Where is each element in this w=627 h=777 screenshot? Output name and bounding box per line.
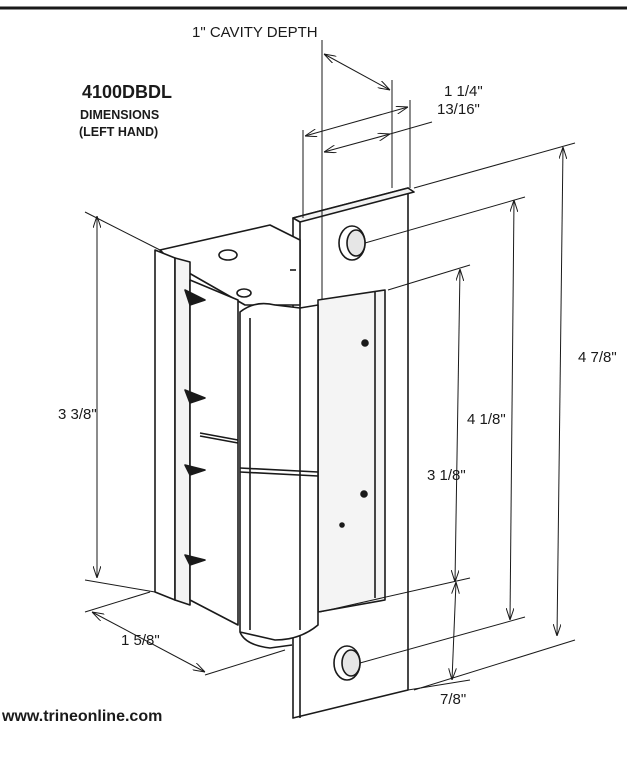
- keeper-jaw: [189, 279, 239, 626]
- website-url: www.trineonline.com: [2, 708, 163, 725]
- overall-height-label: 4 7/8": [578, 349, 617, 366]
- housing-side: [154, 249, 176, 601]
- dimension-lines: [84, 40, 576, 691]
- faceplate-top-edge: [292, 187, 415, 223]
- left-height-label: 3 3/8": [58, 406, 97, 423]
- body-depth-label: 1 5/8": [121, 632, 160, 649]
- model-number: 4100DBDL: [82, 82, 173, 102]
- hole-spacing-label: 4 1/8": [467, 411, 506, 428]
- width-inner-label: 13/16": [437, 101, 480, 118]
- dimensions-heading: DIMENSIONS: [80, 108, 160, 122]
- cavity-depth-label: 1" CAVITY DEPTH: [192, 24, 318, 41]
- width-overall-label: 1 1/4": [444, 83, 483, 100]
- hand-heading: (LEFT HAND): [79, 125, 159, 139]
- body-height-label: 3 1/8": [427, 467, 466, 484]
- keeper-cylinder: [239, 302, 319, 641]
- bottom-offset-label: 7/8": [440, 691, 467, 708]
- strike-body: [154, 187, 415, 719]
